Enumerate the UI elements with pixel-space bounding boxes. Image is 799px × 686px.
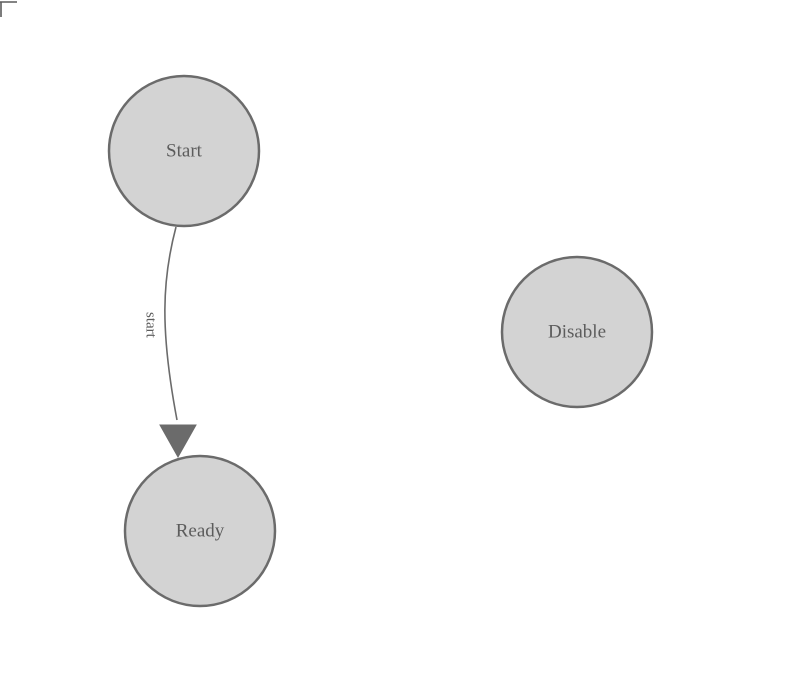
edge-line [164,226,178,421]
state-circle [107,74,261,228]
state-node-disable[interactable]: Disable [500,255,654,409]
state-circle [500,255,654,409]
state-node-start[interactable]: Start [107,74,261,228]
state-node-ready[interactable]: Ready [123,454,277,608]
state-label-disable: Disable [548,322,606,343]
state-label-start: Start [166,141,203,162]
edge-start-to-ready[interactable]: start [143,226,197,459]
canvas-corner-mark [0,1,17,17]
arrowhead-icon [159,424,197,459]
state-label-ready: Ready [176,521,225,542]
state-circle [123,454,277,608]
edge-label-start: start [143,312,159,339]
